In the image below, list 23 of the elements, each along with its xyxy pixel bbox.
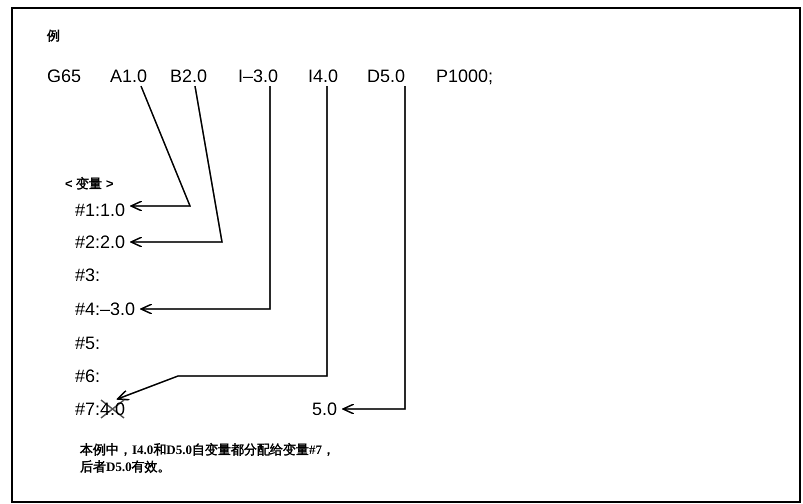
arrow bbox=[116, 86, 328, 401]
variable-value: #2:2.0 bbox=[75, 232, 132, 252]
code-word: G65 bbox=[47, 66, 82, 86]
variable-value: #4:–3.0 bbox=[75, 299, 142, 319]
argument-word: B2.0 bbox=[170, 66, 208, 86]
argument-word: A1.0 bbox=[110, 66, 148, 86]
variable-heading: < 变量 > bbox=[65, 175, 114, 193]
variable-label: #3: bbox=[75, 265, 100, 285]
code-word: P1000; bbox=[436, 66, 494, 86]
argument-word: I–3.0 bbox=[238, 66, 278, 86]
note-text: 本例中，I4.0和D5.0自变量都分配给变量#7，后者D5.0有效。 bbox=[80, 441, 336, 475]
example-heading: 例 bbox=[47, 27, 60, 45]
arrow bbox=[342, 86, 406, 415]
arrow bbox=[130, 86, 192, 212]
arrow bbox=[140, 86, 271, 315]
variable-label: #5: bbox=[75, 333, 100, 353]
argument-word: D5.0 bbox=[367, 66, 406, 86]
variable-label: #6: bbox=[75, 366, 100, 386]
variable-value: 5.0 bbox=[312, 399, 344, 419]
argument-word: I4.0 bbox=[308, 66, 338, 86]
variable-label: #7: bbox=[75, 399, 100, 419]
arrow bbox=[130, 86, 223, 248]
variable-value: #1:1.0 bbox=[75, 200, 132, 220]
